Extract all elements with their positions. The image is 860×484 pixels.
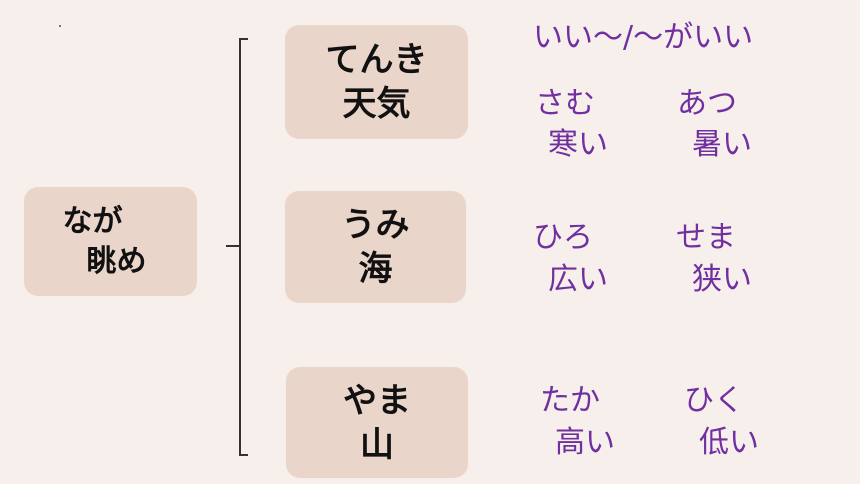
topic-node-umi: うみ 海 xyxy=(285,191,466,303)
bracket-tick xyxy=(226,245,240,247)
topic-kanji: 山 xyxy=(360,424,394,465)
topic-reading: やま xyxy=(343,380,411,421)
word-reading: さむ xyxy=(535,86,595,121)
topic-node-yama: やま 山 xyxy=(286,367,468,478)
topic-reading: うみ xyxy=(341,205,410,245)
word-reading: あつ xyxy=(677,86,737,121)
bracket-connector xyxy=(239,38,248,456)
word-reading: ひろ xyxy=(533,220,593,255)
topic-kanji: 天気 xyxy=(342,84,411,124)
topic-node-tenki: てんき 天気 xyxy=(285,25,468,139)
grammar-note: いい～/～がいい xyxy=(533,20,754,55)
word-reading: たか xyxy=(540,383,600,418)
root-kanji: 眺め xyxy=(86,243,147,279)
word-reading: せま xyxy=(676,220,736,255)
word-kanji: 低い xyxy=(699,425,759,460)
decorative-dot xyxy=(59,25,61,27)
topic-reading: てんき xyxy=(325,40,428,80)
word-reading: ひく xyxy=(684,383,744,418)
root-reading: なが xyxy=(62,203,123,239)
word-kanji: 寒い xyxy=(548,127,608,162)
topic-kanji: 海 xyxy=(358,249,393,289)
root-node-nagame: なが 眺め xyxy=(24,187,197,296)
word-kanji: 高い xyxy=(555,425,615,460)
word-kanji: 暑い xyxy=(692,127,752,162)
word-kanji: 広い xyxy=(548,262,608,297)
word-kanji: 狭い xyxy=(692,262,752,297)
